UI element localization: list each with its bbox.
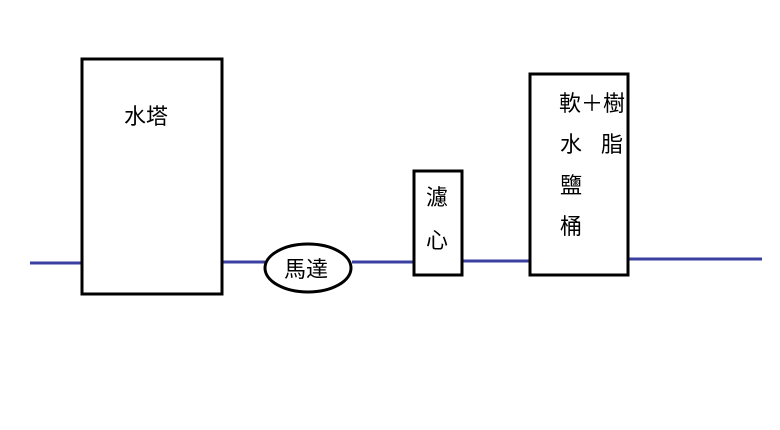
pipes [30,257,762,265]
filter-label-line1: 濾 [426,186,448,211]
softener-label-row2-left: 水 [560,133,582,158]
water-tower-label: 水塔 [124,105,168,130]
water-tower-box [80,57,224,296]
motor-ellipse [263,242,353,294]
softener-label-row3: 鹽 [560,174,582,199]
softener-label-row1: 軟＋樹 [559,92,625,117]
motor-label: 馬達 [284,258,328,283]
softener-label-row2-right: 脂 [601,133,623,158]
softener-label-row4: 桶 [560,215,582,240]
softener-tank-box [528,72,630,277]
filter-box [412,169,464,277]
filter-label-line2: 心 [426,229,448,254]
